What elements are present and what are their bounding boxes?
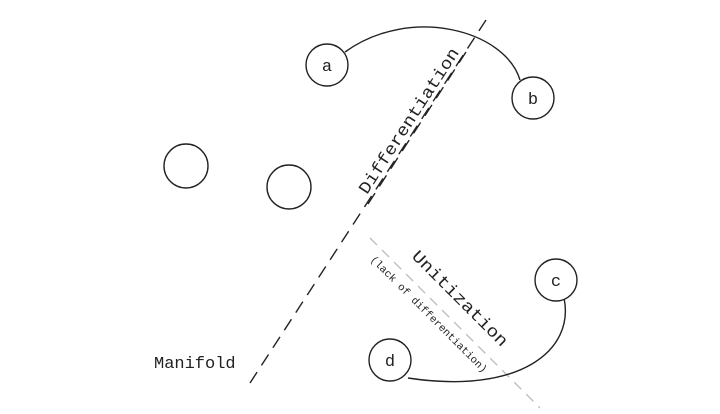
unlabeled-node-middle	[266, 164, 312, 210]
node-a-label: a	[322, 58, 332, 77]
node-c: c	[534, 258, 578, 302]
arc-c-d	[407, 297, 566, 383]
manifold-label: Manifold	[154, 355, 236, 374]
node-d: d	[368, 338, 412, 382]
node-a: a	[305, 43, 349, 87]
differentiation-underline	[367, 51, 467, 205]
node-b: b	[511, 76, 555, 120]
node-b-label: b	[528, 91, 538, 110]
arc-a-b	[344, 26, 521, 81]
unitization-boundary-line	[369, 237, 541, 409]
node-c-label: c	[551, 273, 561, 292]
manifold-boundary-line	[249, 19, 487, 384]
differentiation-label: Differentiation	[356, 45, 465, 198]
unlabeled-node-left	[163, 143, 209, 189]
node-d-label: d	[385, 353, 395, 372]
